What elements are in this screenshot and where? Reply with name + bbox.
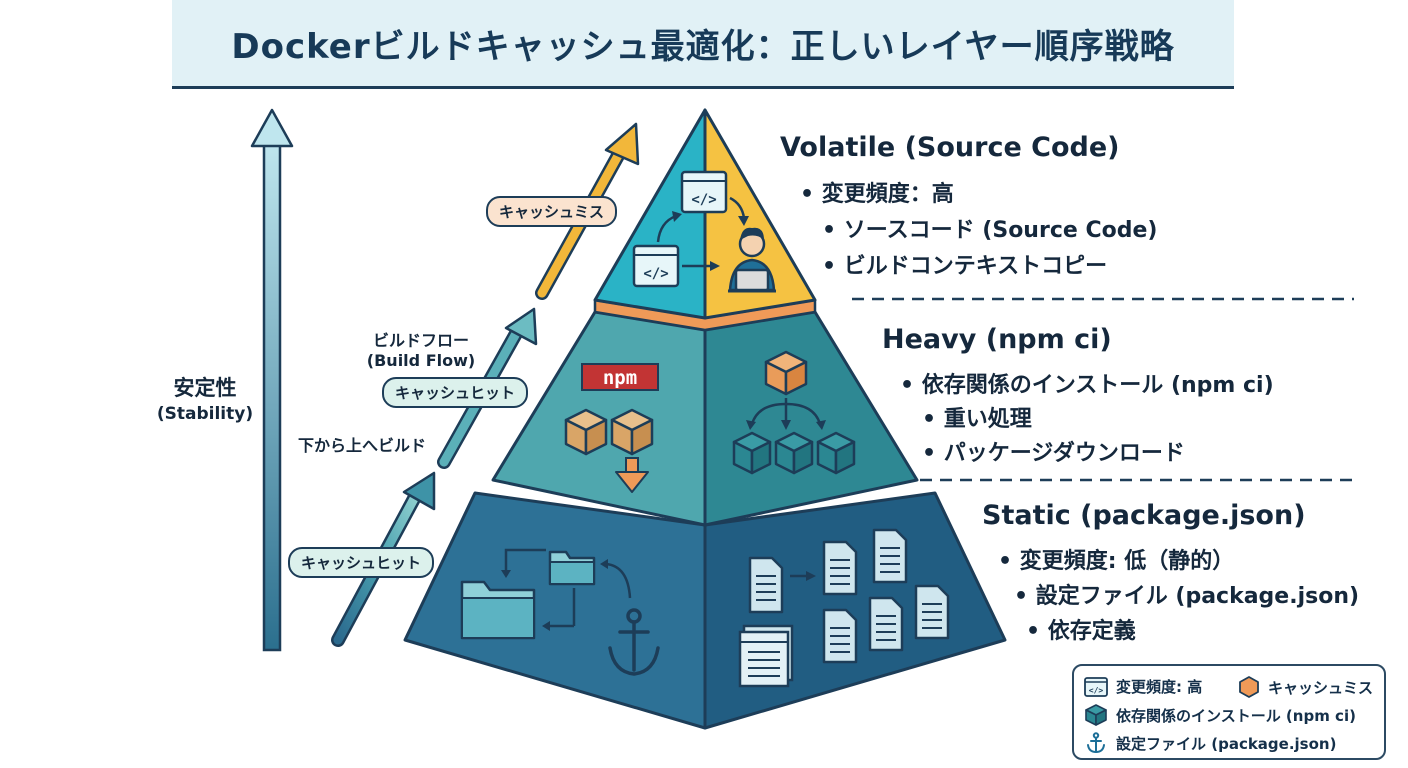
branch-arrows-icon [781, 420, 791, 430]
document-icon [748, 556, 784, 614]
legend-label: 変更頻度: 高 [1116, 678, 1203, 696]
legend: </> 変更頻度: 高 キャッシュミス 依存関係のインストール (npm ci)… [1072, 664, 1386, 760]
legend-label: 依存関係のインストール (npm ci) [1116, 706, 1356, 725]
layer-middle-bullet-2: 重い処理 [922, 401, 1032, 433]
layer-middle-bullet-1: 依存関係のインストール (npm ci) [900, 367, 1274, 399]
branch-arrows-icon [750, 398, 822, 425]
flow-arrow-icon [729, 196, 746, 219]
stability-title: 安定性 [173, 376, 237, 400]
down-arrow-icon [615, 457, 649, 493]
svg-text:</>: </> [1089, 686, 1104, 695]
anchor-icon [1087, 732, 1105, 754]
legend-item-anchor: 設定ファイル (package.json) [1084, 732, 1336, 754]
flow-arrow-icon [738, 216, 749, 226]
anchor-icon [608, 608, 660, 676]
branch-arrows-icon [746, 420, 756, 430]
package-cube-icon [1085, 704, 1107, 726]
layer-top-bullet-2: ソースコード (Source Code) [822, 212, 1158, 244]
build-flow-subtitle: (Build Flow) [366, 351, 476, 370]
layer-bottom-bullet-1: 変更頻度: 低（静的） [998, 543, 1234, 575]
flow-arrow-icon [806, 571, 816, 581]
layer-bottom-bullet-2: 設定ファイル (package.json) [1014, 578, 1359, 610]
code-window-icon: </> [680, 170, 728, 214]
layer-middle-heading: Heavy (npm ci) [882, 324, 1112, 355]
legend-item-package-cube: 依存関係のインストール (npm ci) [1084, 704, 1356, 726]
package-box-icon [764, 350, 808, 396]
layer-bottom-heading: Static (package.json) [982, 500, 1306, 531]
build-direction-label: 下から上へビルド [298, 436, 427, 455]
page-title: Dockerビルドキャッシュ最適化：正しいレイヤー順序戦略 [231, 26, 1175, 67]
document-icon [914, 584, 950, 640]
flow-arrow-icon [542, 621, 550, 631]
flow-arrow-icon [501, 570, 511, 578]
code-window-icon: </> [1084, 676, 1108, 697]
document-icon [822, 608, 858, 664]
layer-bottom-bullet-3: 依存定義 [1026, 613, 1136, 645]
title-banner: Dockerビルドキャッシュ最適化：正しいレイヤー順序戦略 [172, 0, 1234, 89]
developer-icon [728, 227, 776, 293]
legend-label: キャッシュミス [1268, 678, 1374, 697]
folder-icon [548, 550, 596, 586]
legend-item-hexagon: キャッシュミス [1238, 676, 1373, 698]
svg-text:npm: npm [603, 367, 637, 389]
package-box-icon [610, 408, 654, 456]
stability-arrow [250, 108, 294, 652]
build-flow-title: ビルドフロー [372, 331, 469, 350]
branch-arrows-icon [816, 420, 826, 430]
hexagon-icon [1239, 676, 1259, 698]
package-cube-icon [774, 431, 814, 475]
stability-subtitle: (Stability) [156, 404, 254, 424]
document-icon [822, 540, 858, 596]
cache-miss-badge: キャッシュミス [486, 196, 618, 227]
document-stack-icon [738, 624, 794, 688]
cache-hit-badge-upper: キャッシュヒット [382, 377, 529, 408]
build-flow-label: ビルドフロー (Build Flow) [362, 327, 480, 370]
layer-middle-bullet-3: パッケージダウンロード [922, 435, 1185, 467]
package-box-icon [564, 408, 608, 456]
svg-text:</>: </> [691, 192, 716, 208]
code-window-icon: </> [632, 244, 680, 288]
layer-top-bullet-3: ビルドコンテキストコピー [822, 248, 1107, 280]
legend-item-code-window: </> 変更頻度: 高 [1084, 676, 1202, 697]
svg-text:</>: </> [643, 266, 668, 282]
flow-arrow-icon [504, 548, 632, 628]
pyramid-layer-middle [491, 310, 919, 527]
legend-label: 設定ファイル (package.json) [1116, 734, 1337, 753]
flow-arrow-icon [672, 211, 682, 222]
flow-arrow-icon [710, 261, 720, 271]
package-cube-icon [816, 431, 856, 475]
npm-logo: npm [581, 363, 659, 391]
flow-arrow-icon [600, 559, 608, 569]
document-icon [872, 528, 908, 584]
cache-hit-badge-lower: キャッシュヒット [288, 547, 435, 578]
document-icon [868, 596, 904, 652]
layer-top-bullet-1: 変更頻度：高 [800, 176, 954, 208]
stability-label: 安定性 (Stability) [150, 372, 260, 424]
package-cube-icon [732, 431, 772, 475]
layer-top-heading: Volatile (Source Code) [780, 132, 1120, 163]
folder-icon [460, 580, 536, 640]
